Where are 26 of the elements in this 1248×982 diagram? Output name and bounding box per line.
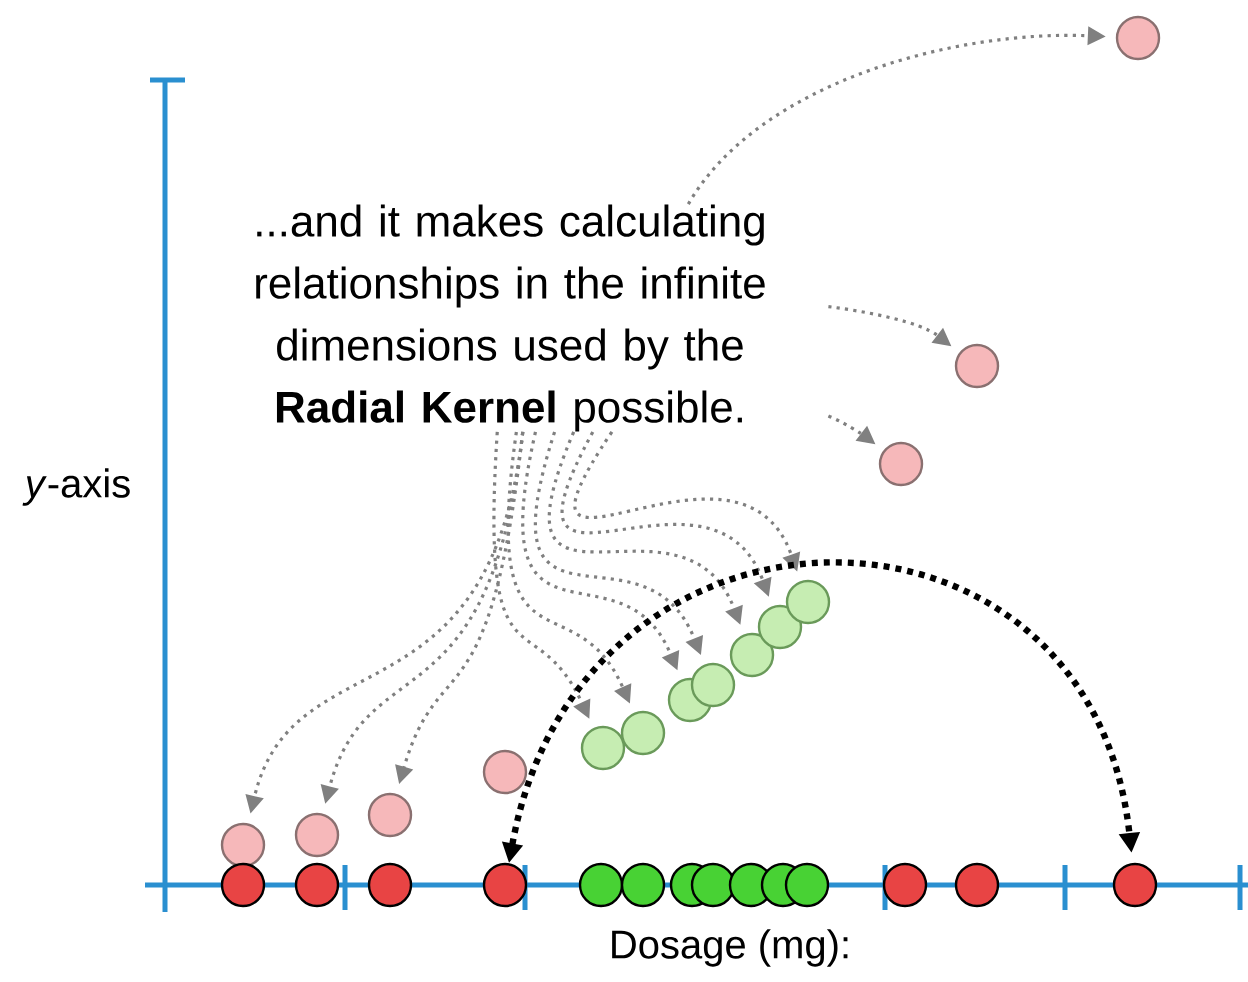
pale-circle	[690, 662, 736, 708]
pale-circle	[729, 632, 775, 678]
data-point	[620, 862, 666, 908]
data-point	[294, 862, 340, 908]
pale-circle	[220, 822, 266, 868]
data-point	[954, 862, 1000, 908]
pale-circle	[294, 812, 340, 858]
pale-circle	[482, 749, 528, 795]
pale-circle	[620, 710, 666, 756]
data-point	[1112, 862, 1158, 908]
pale-circle	[367, 792, 413, 838]
pale-circle	[785, 579, 831, 625]
axis-label: Dosage (mg):	[612, 929, 848, 967]
axis-label: y-axis	[22, 468, 130, 506]
pale-circle	[580, 725, 626, 771]
data-point	[367, 862, 413, 908]
data-point	[482, 862, 528, 908]
annotation-text: ...and it makes calculating relationships in the infinite dimensions used by the Radial Kernel possible.	[256, 204, 765, 432]
data-point	[220, 862, 266, 908]
data-point	[784, 862, 830, 908]
data-point	[578, 862, 624, 908]
pale-circle	[1115, 15, 1161, 61]
pale-circle	[878, 441, 924, 487]
pale-circle	[757, 604, 803, 650]
pale-circle	[954, 343, 1000, 389]
data-point	[882, 862, 928, 908]
